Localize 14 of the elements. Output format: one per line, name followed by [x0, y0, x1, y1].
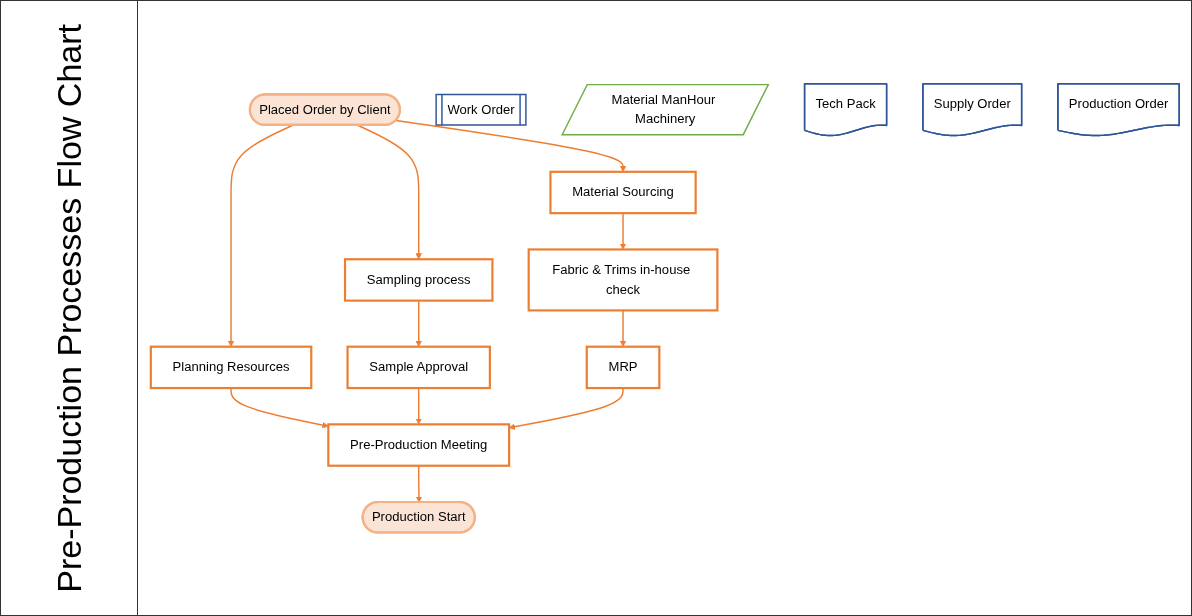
arrow: [508, 387, 624, 430]
node-box: Fabric & Trims in-house check: [527, 248, 718, 312]
node-box: MRP: [585, 345, 660, 389]
arrow: [227, 124, 293, 347]
node-box: Sample Approval: [345, 345, 491, 389]
node-box: Pre-Production Meeting: [326, 423, 510, 467]
arrow: [229, 387, 329, 429]
node-box: Planning Resources: [149, 345, 312, 389]
title: Pre-Production Processes Flow Chart: [49, 23, 89, 593]
arrow: [415, 387, 422, 425]
arrow: [394, 119, 626, 172]
node-box: Sampling process: [343, 258, 493, 302]
node-box: Material Sourcing: [548, 170, 697, 215]
arrow: [356, 124, 422, 260]
